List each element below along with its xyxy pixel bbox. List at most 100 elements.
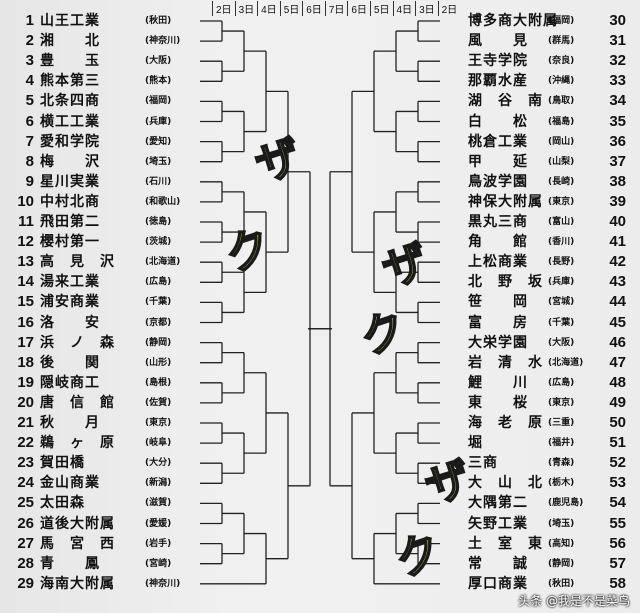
prefecture: (岩手) [145,538,172,549]
school-name: 青 鳳 [40,555,100,572]
school-name: 那覇水産 [468,73,528,90]
seed-number: 52 [609,454,626,472]
prefecture: (和歌山) [145,196,181,207]
round-label: 6日 [302,1,325,16]
seed-number: 28 [17,554,34,572]
school-name: 海 老 原 [468,415,543,431]
prefecture: (北海道) [145,257,181,268]
prefecture: (福島) [548,116,575,127]
prefecture: (香川) [548,237,575,248]
seed-number: 55 [609,514,626,532]
school-name: 梅 沢 [40,153,100,170]
seed-number: 46 [609,333,626,351]
seed-number: 21 [17,414,34,431]
school-name: 厚口商業 [468,575,528,592]
prefecture: (三重) [548,418,575,428]
seed-number: 51 [609,434,626,452]
round-label: 2日 [212,1,235,16]
seed-number: 17 [17,333,34,351]
school-name: 堀 [468,435,483,452]
watermark: 头条 @我是不是菜鸟 [518,594,630,608]
school-name: 後 関 [40,354,100,371]
prefecture: (山梨) [548,156,575,167]
seed-number: 30 [609,12,626,29]
prefecture: (東京) [548,397,575,408]
school-name: 大 山 北 [468,475,543,492]
seed-number: 42 [609,253,626,271]
school-name: 愛和学院 [40,133,100,150]
seed-number: 29 [17,574,34,592]
school-name: 豊 玉 [40,53,100,70]
prefecture: (埼玉) [145,156,172,167]
prefecture: (千葉) [145,297,172,308]
prefecture: (長崎) [548,176,575,187]
school-name: 山王工業 [40,13,100,29]
prefecture: (岐阜) [145,438,172,449]
seed-number: 56 [609,534,626,552]
seed-number: 34 [609,92,626,110]
prefecture: (大分) [145,458,172,469]
school-name: 鯉 川 [468,374,528,391]
round-label: 5日 [369,1,393,16]
round-label: 4日 [257,1,280,16]
prefecture: (石川) [145,176,172,187]
prefecture: (島根) [145,377,172,388]
prefecture: (広島) [145,277,172,288]
prefecture: (東京) [145,418,172,428]
seed-number: 23 [17,454,34,472]
school-name: 唐 信 館 [40,394,115,411]
school-name: 横工工業 [40,113,100,130]
seed-number: 58 [609,574,626,592]
seed-number: 3 [25,52,34,70]
prefecture: (熊本) [145,76,172,87]
seed-number: 19 [17,373,34,391]
seed-number: 7 [25,132,34,150]
prefecture: (大阪) [548,337,575,348]
prefecture: (鹿児島) [548,498,584,509]
prefecture: (徳島) [145,217,172,227]
seed-number: 38 [609,172,626,190]
round-label: 4日 [392,1,416,16]
prefecture: (兵庫) [548,277,575,288]
prefecture: (長野) [548,257,575,268]
school-name: 白 松 [468,113,528,130]
prefecture: (沖縄) [548,76,575,87]
school-name: 三商 [468,455,498,472]
round-label: 3日 [234,1,258,16]
school-name: 中村北商 [40,193,100,210]
prefecture: (高知) [548,538,575,549]
seed-number: 18 [17,353,34,371]
prefecture: (広島) [548,377,575,388]
seed-number: 50 [609,414,626,431]
seed-number: 43 [609,273,626,291]
seed-number: 24 [17,474,34,492]
school-name: 星川実業 [40,173,100,190]
prefecture: (富山) [548,217,575,227]
school-name: 熊本第三 [40,73,100,90]
seed-number: 4 [25,72,34,90]
prefecture: (静岡) [548,558,575,569]
school-name: 高 見 沢 [40,254,115,271]
school-name: 鵜 ヶ 原 [40,435,115,452]
school-name: 風 見 [468,33,528,50]
prefecture: (佐賀) [145,397,172,408]
seed-number: 26 [17,514,34,532]
seed-number: 25 [17,494,34,512]
school-name: 角 館 [468,234,528,251]
seed-number: 16 [17,313,34,331]
round-label: 7日 [324,1,348,16]
prefecture: (秋田) [548,578,575,589]
school-name: 鳥波学園 [468,173,528,190]
seed-number: 37 [609,152,626,170]
prefecture: (兵庫) [145,116,172,127]
seed-number: 27 [17,534,34,552]
school-name: 上松商業 [468,254,528,271]
school-name: 湖 谷 南 [468,93,543,110]
school-name: 大栄学園 [468,334,528,351]
seed-number: 33 [609,72,626,90]
round-label: 3日 [415,1,438,16]
seed-number: 12 [17,233,34,251]
seed-number: 22 [17,434,34,452]
prefecture: (奈良) [548,56,575,67]
